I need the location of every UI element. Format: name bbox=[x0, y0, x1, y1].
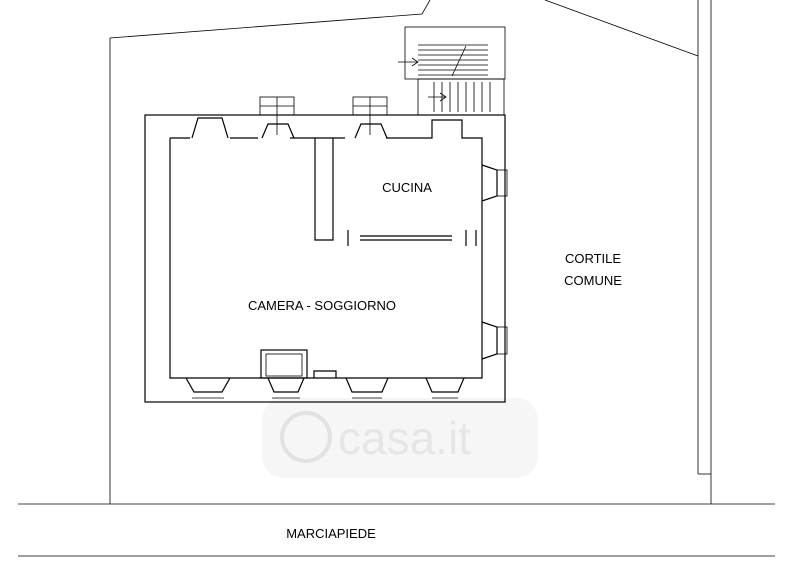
window-right-2 bbox=[481, 321, 508, 360]
room-label-living: CAMERA - SOGGIORNO bbox=[248, 298, 396, 313]
chimney-top-2 bbox=[352, 96, 388, 139]
area-label-sidewalk: MARCIAPIEDE bbox=[286, 526, 376, 541]
exterior-walls bbox=[144, 114, 506, 403]
window-top-1 bbox=[191, 114, 229, 139]
area-label-courtyard-1: CORTILE bbox=[565, 251, 621, 266]
window-right-1 bbox=[481, 164, 508, 202]
window-bottom-1 bbox=[185, 377, 231, 399]
house-logo-icon bbox=[280, 411, 332, 463]
fireplace bbox=[260, 349, 308, 399]
staircase bbox=[398, 26, 506, 116]
interior-walls bbox=[169, 119, 483, 379]
watermark-text: casa.it bbox=[338, 412, 471, 464]
window-bottom-3 bbox=[425, 377, 465, 399]
area-label-courtyard-2: COMUNE bbox=[564, 273, 622, 288]
chimney-top-1 bbox=[259, 96, 295, 139]
window-bottom-2 bbox=[345, 377, 389, 399]
sidewalk-lines bbox=[18, 503, 775, 557]
room-label-kitchen: CUCINA bbox=[382, 180, 432, 195]
property-boundary bbox=[109, 0, 712, 504]
notch-bottom bbox=[313, 370, 337, 378]
watermark: casa.it bbox=[262, 398, 538, 478]
